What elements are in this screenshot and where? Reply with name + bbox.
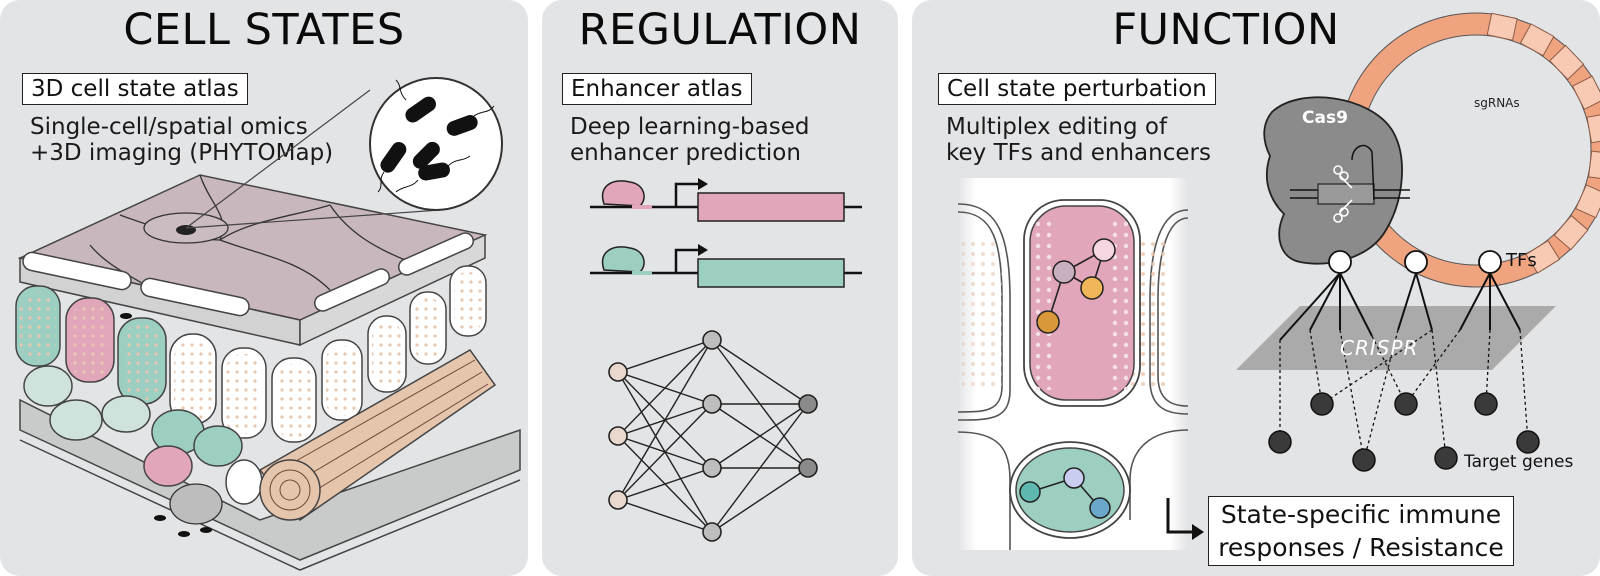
desc-line-1: Deep learning-based bbox=[570, 114, 810, 140]
network-node bbox=[608, 426, 628, 446]
scissors-icon bbox=[1333, 165, 1353, 223]
sgrna-segment bbox=[1548, 44, 1585, 81]
gene-construct-teal bbox=[590, 244, 862, 288]
network-node bbox=[798, 394, 818, 414]
panel-title-function: FUNCTION bbox=[1112, 5, 1340, 55]
network-node bbox=[608, 490, 628, 510]
label-enhancer-atlas: Enhancer atlas bbox=[562, 73, 752, 105]
desc-line-2: key TFs and enhancers bbox=[946, 140, 1211, 166]
panel-title-regulation: REGULATION bbox=[578, 5, 862, 55]
result-box: State-specific immune responses / Resist… bbox=[1208, 496, 1514, 566]
target-gene-node bbox=[1474, 392, 1498, 416]
target-gene-node bbox=[1268, 430, 1292, 454]
network-node bbox=[608, 362, 628, 382]
desc-line-2: +3D imaging (PHYTOMap) bbox=[30, 140, 334, 166]
sgrna-segments bbox=[1486, 12, 1600, 274]
label-cell-state-perturbation: Cell state perturbation bbox=[938, 73, 1216, 105]
cas9-label: Cas9 bbox=[1302, 108, 1348, 128]
leaf-tissue-illustration bbox=[15, 77, 521, 571]
tf-node bbox=[1478, 250, 1502, 274]
label-3d-cell-state-atlas: 3D cell state atlas bbox=[22, 73, 248, 105]
panel-regulation: REGULATION Enhancer atlas Deep learning-… bbox=[542, 0, 898, 576]
target-gene-node bbox=[1516, 430, 1540, 454]
desc-line-1: Multiplex editing of bbox=[946, 114, 1168, 140]
sgrna-segment bbox=[1519, 23, 1555, 57]
gene-regulatory-network bbox=[1268, 250, 1540, 472]
sgrnas-label: sgRNAs bbox=[1474, 96, 1520, 110]
neural-network bbox=[608, 330, 818, 542]
target-gene-node bbox=[1394, 392, 1418, 416]
panel-cell-states: CELL STATES 3D cell state atlas Single-c… bbox=[0, 0, 528, 576]
sgrna-segment bbox=[1486, 12, 1518, 41]
target-gene-node bbox=[1352, 448, 1376, 472]
tf-node bbox=[1404, 250, 1428, 274]
sgrna-segment bbox=[1588, 150, 1600, 181]
bacteria-group bbox=[380, 96, 478, 181]
tf-node bbox=[1328, 250, 1352, 274]
sgrna-segment bbox=[1586, 112, 1600, 144]
network-node bbox=[702, 458, 722, 478]
sgrna-segment bbox=[1571, 75, 1600, 111]
desc-line-1: Single-cell/spatial omics bbox=[30, 114, 308, 140]
enhancer-and-network-illustration bbox=[590, 178, 862, 542]
crispr-label: CRISPR bbox=[1340, 336, 1419, 360]
target-gene-node bbox=[1434, 446, 1458, 470]
target-genes-label: Target genes bbox=[1464, 452, 1574, 472]
result-line-2: responses / Resistance bbox=[1218, 533, 1504, 562]
tfs-label: TFs bbox=[1506, 250, 1537, 271]
gene-construct-pink bbox=[590, 178, 862, 222]
sgrna-segment bbox=[1525, 239, 1561, 274]
panel-title-cell-states: CELL STATES bbox=[123, 5, 405, 55]
desc-line-2: enhancer prediction bbox=[570, 140, 801, 166]
network-node bbox=[702, 394, 722, 414]
result-line-1: State-specific immune bbox=[1220, 500, 1502, 529]
network-node bbox=[702, 330, 722, 350]
network-node bbox=[702, 522, 722, 542]
sgrna-segment bbox=[1575, 184, 1600, 219]
target-gene-node bbox=[1310, 392, 1334, 416]
sgrna-segment bbox=[1553, 214, 1589, 251]
network-node bbox=[798, 458, 818, 478]
